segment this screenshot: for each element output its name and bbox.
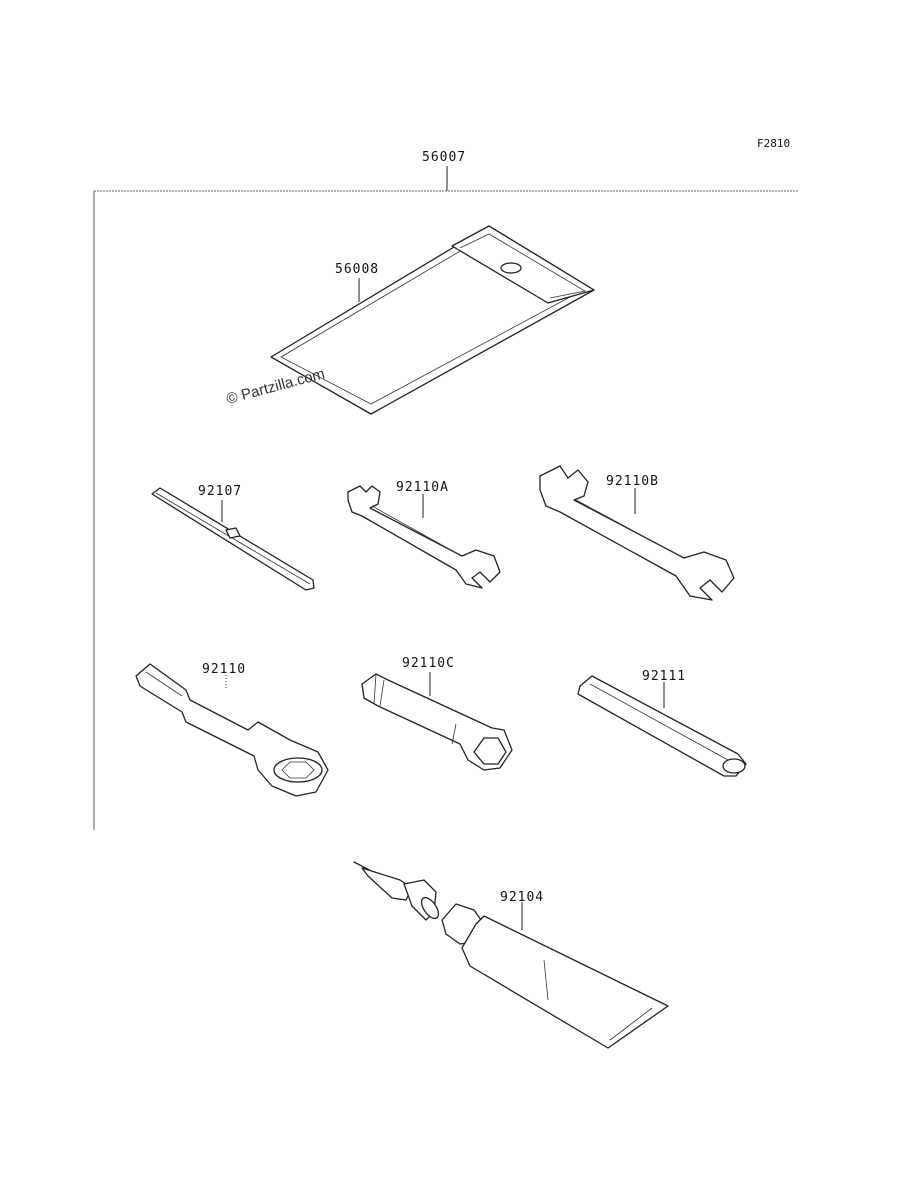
bar-drawing: [577, 675, 747, 777]
tool-bag-drawing: [270, 225, 595, 415]
part-label-box-wrench: 92110: [202, 662, 246, 677]
wrench-a-drawing: [347, 485, 501, 589]
part-label-tube: 92104: [500, 890, 544, 905]
socket-drawing: [361, 672, 513, 771]
part-label-screwdriver: 92107: [198, 484, 242, 499]
part-label-kit: 56007: [422, 150, 466, 165]
screwdriver-drawing: [151, 487, 315, 591]
diagram-ref-code: F2810: [757, 137, 790, 150]
part-label-bag: 56008: [335, 262, 379, 277]
part-label-wrench-b: 92110B: [606, 474, 659, 489]
wrench-b-drawing: [539, 465, 735, 601]
watermark: © Partzilla.com: [225, 365, 327, 408]
kit-bracket: [93, 166, 798, 830]
box-wrench-drawing: [135, 663, 329, 797]
part-label-wrench-a: 92110A: [396, 480, 449, 495]
tube-drawing: [353, 861, 669, 1049]
part-label-bar: 92111: [642, 669, 686, 684]
part-label-socket: 92110C: [402, 656, 455, 671]
